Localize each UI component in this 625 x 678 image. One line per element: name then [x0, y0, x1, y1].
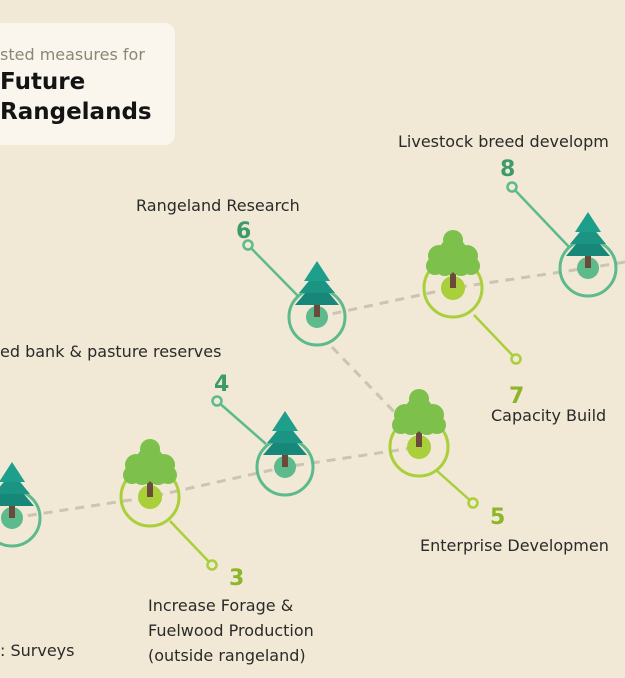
- label-3-line-2: Fuelwood Production: [148, 621, 314, 640]
- callout-dot: [211, 395, 223, 407]
- foliage: [443, 230, 463, 250]
- foliage: [435, 256, 455, 276]
- number-5: 5: [490, 505, 505, 530]
- number-8: 8: [500, 157, 515, 182]
- dashed-path: [11, 260, 625, 520]
- title-line-1: Future: [0, 69, 86, 95]
- trunk: [314, 303, 320, 317]
- label-4: ed bank & pasture reserves: [0, 342, 221, 361]
- trunk: [147, 481, 153, 497]
- foliage: [148, 465, 168, 485]
- pine-tier: [304, 261, 330, 281]
- pine-tier: [267, 421, 303, 443]
- foliage: [451, 256, 471, 276]
- label-5: Enterprise Developmen: [420, 536, 609, 555]
- pine-tree-6: [287, 261, 347, 347]
- callout-8: [506, 181, 571, 249]
- pine-tree-8: [558, 212, 618, 298]
- pine-tree-left: [0, 462, 42, 548]
- callout-line: [247, 244, 299, 297]
- trunk: [9, 504, 15, 518]
- pine-tree-4: [255, 411, 315, 497]
- leafy-tree-3: [119, 439, 181, 528]
- title-card: sted measures for Future Rangelands: [0, 23, 175, 145]
- callout-line: [435, 469, 474, 504]
- callout-7: [473, 314, 522, 365]
- dashed-path-lower: [11, 445, 420, 520]
- pine-tier: [0, 462, 25, 482]
- title-line-2: Rangelands: [0, 99, 152, 125]
- callout-line: [473, 314, 517, 360]
- foliage: [417, 415, 437, 435]
- callout-dot: [206, 559, 218, 571]
- callout-dot: [506, 181, 518, 193]
- trunk: [585, 254, 591, 268]
- callout-line: [511, 186, 571, 249]
- number-3: 3: [229, 566, 244, 591]
- foliage: [132, 465, 152, 485]
- pine-tier: [575, 212, 601, 232]
- trunk: [282, 453, 288, 467]
- title-subtitle: sted measures for: [0, 45, 145, 64]
- dashed-path-connector: [330, 345, 402, 420]
- dashed-path-upper: [316, 260, 625, 319]
- callout-dot: [510, 353, 522, 365]
- label-8: Livestock breed developm: [398, 132, 609, 151]
- callout-5: [435, 469, 479, 509]
- number-7: 7: [509, 384, 524, 409]
- callout-dot: [242, 239, 254, 251]
- label-surveys: : Surveys: [0, 641, 74, 660]
- foliage: [140, 439, 160, 459]
- callout-dot: [467, 497, 479, 509]
- callout-line: [216, 400, 267, 445]
- label-7: Capacity Build: [491, 406, 606, 425]
- number-6: 6: [236, 219, 251, 244]
- callout-3: [169, 520, 218, 571]
- trunk: [450, 272, 456, 288]
- label-3-line-3: (outside rangeland): [148, 646, 306, 665]
- label-6: Rangeland Research: [136, 196, 300, 215]
- callout-6: [242, 239, 299, 297]
- callout-4: [211, 395, 267, 445]
- foliage: [409, 389, 429, 409]
- leafy-tree-7: [422, 230, 484, 319]
- number-4: 4: [214, 372, 229, 397]
- callout-line: [169, 520, 213, 566]
- label-3-line-1: Increase Forage &: [148, 596, 293, 615]
- trunk: [416, 431, 422, 447]
- pine-tier: [272, 411, 298, 431]
- pine-tier: [299, 271, 335, 293]
- leafy-tree-5: [388, 389, 450, 478]
- foliage: [401, 415, 421, 435]
- pine-tier: [570, 222, 606, 244]
